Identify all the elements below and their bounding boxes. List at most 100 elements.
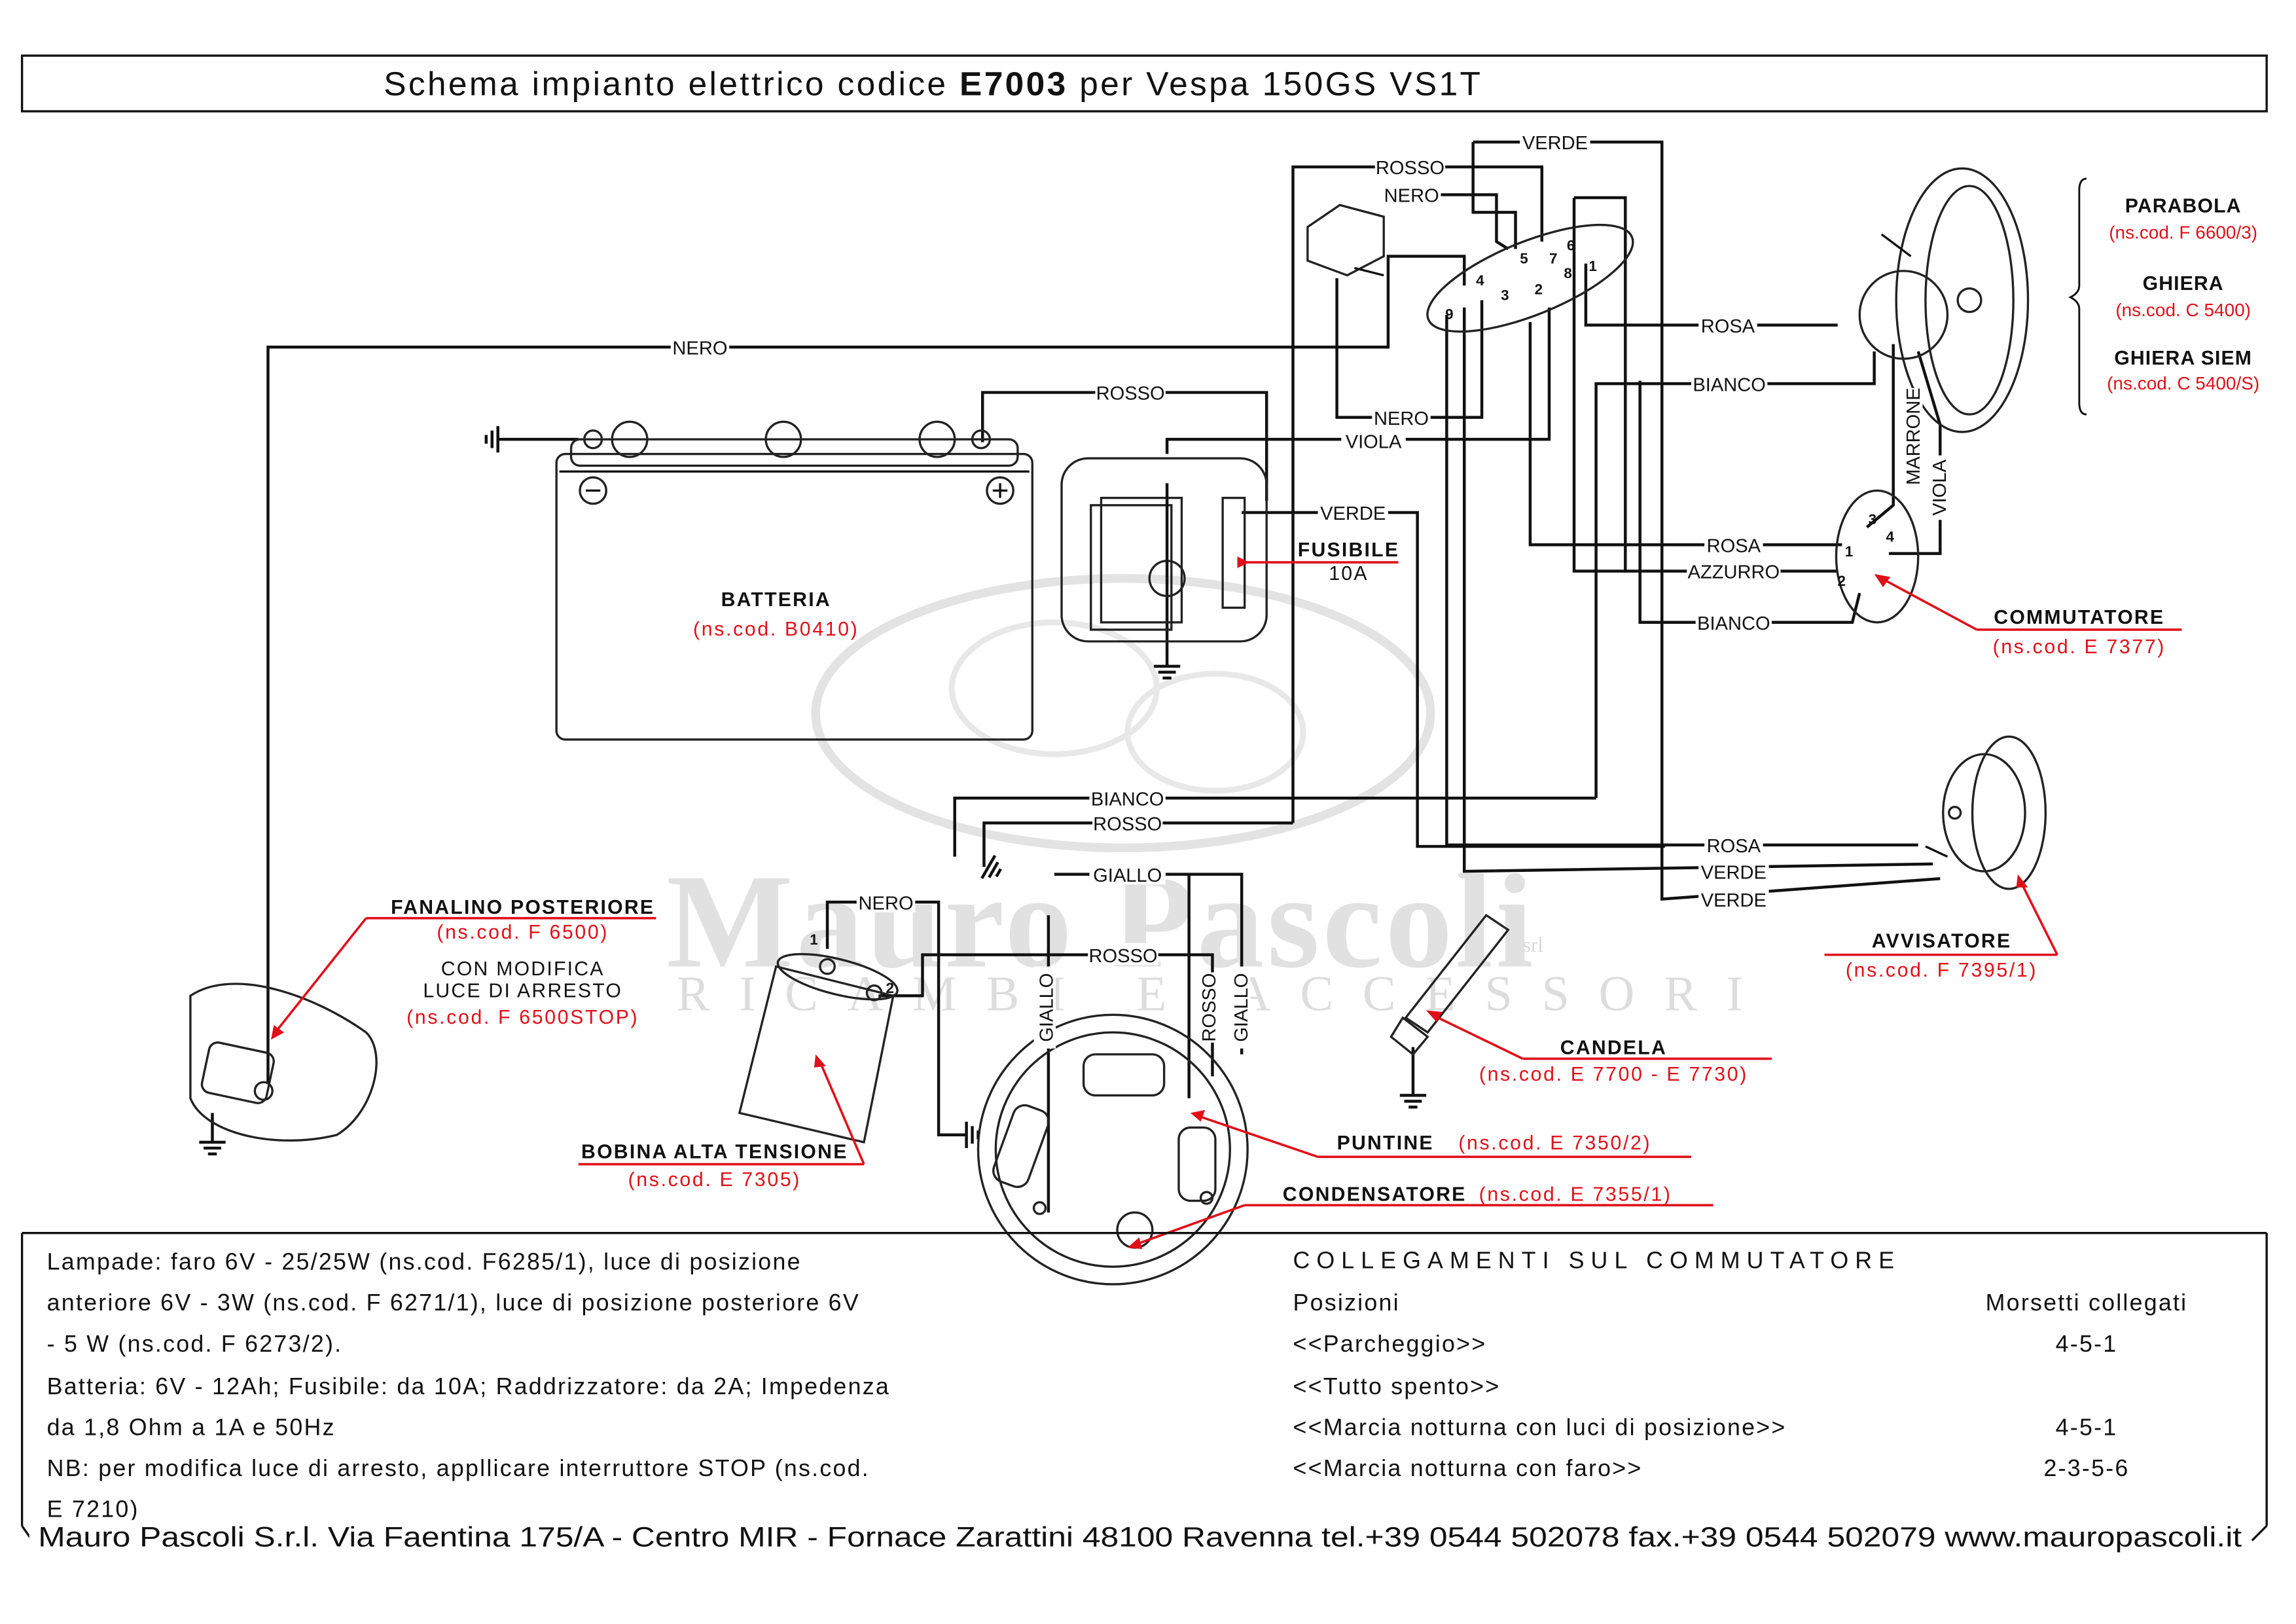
position-terminals: 4-5-1	[2056, 1414, 2118, 1440]
battery-code: (ns.cod. B0410)	[693, 619, 859, 640]
svg-text:ROSA: ROSA	[1701, 316, 1755, 337]
wire-label: VIOLA	[1341, 429, 1406, 453]
tail-light-label: FANALINO POSTERIORE	[391, 897, 655, 918]
note-line: anteriore 6V - 3W (ns.cod. F 6271/1), lu…	[47, 1290, 860, 1316]
tail-light-mod-code: (ns.cod. F 6500STOP)	[406, 1007, 639, 1028]
watermark-subtitle: RICAMBI E ACCESSORI	[677, 967, 1772, 1022]
position-name: <<Marcia notturna con luci di posizione>…	[1293, 1414, 1786, 1440]
wire-label: NERO	[670, 335, 730, 359]
parabola-label: PARABOLA	[2125, 195, 2242, 217]
position-name: <<Parcheggio>>	[1293, 1331, 1486, 1357]
svg-text:GIALLO: GIALLO	[1093, 865, 1162, 886]
svg-text:ROSA: ROSA	[1707, 836, 1761, 857]
wire-label: GIALLO	[1229, 966, 1252, 1049]
svg-text:ROSSO: ROSSO	[1088, 946, 1157, 967]
svg-text:3: 3	[1869, 511, 1876, 528]
svg-text:5: 5	[1520, 251, 1528, 267]
svg-text:BIANCO: BIANCO	[1697, 613, 1770, 634]
svg-text:9: 9	[1445, 306, 1453, 323]
horn-illustration	[1925, 735, 2047, 890]
terminals-header: Morsetti collegati	[1986, 1290, 2188, 1316]
svg-text:VIOLA: VIOLA	[1929, 460, 1950, 516]
wire-label: VERDE	[1698, 859, 1769, 883]
svg-text:MARRONE: MARRONE	[1903, 388, 1924, 485]
wire-label: ROSSO	[1196, 972, 1220, 1043]
svg-text:1: 1	[810, 931, 817, 948]
title-box	[20, 54, 2268, 113]
parabola-code: (ns.cod. F 6600/3)	[2109, 223, 2257, 243]
points-label: PUNTINE	[1337, 1132, 1434, 1154]
wire-label: ROSA	[1704, 833, 1763, 857]
footer-address: Mauro Pascoli S.r.l. Via Faentina 175/A …	[38, 1522, 2242, 1553]
commutator-illustration: 3 1 4 2	[1835, 489, 1920, 624]
commutator-code: (ns.cod. E 7377)	[1993, 636, 2166, 658]
spark-plug-label: CANDELA	[1560, 1038, 1667, 1059]
condenser-code: (ns.cod. E 7355/1)	[1479, 1183, 1672, 1205]
fuse-label: FUSIBILE	[1298, 539, 1399, 561]
svg-text:2: 2	[1838, 573, 1846, 589]
wire-label: GIALLO	[1033, 966, 1058, 1049]
svg-text:ROSSO: ROSSO	[1199, 973, 1220, 1042]
wire-label: BIANCO	[1089, 786, 1166, 810]
svg-text:ROSA: ROSA	[1707, 535, 1761, 556]
wire-label: BIANCO	[1691, 372, 1768, 395]
ignition-coil-illustration: 1 2	[738, 931, 899, 1144]
svg-text:6: 6	[1567, 238, 1575, 254]
wire-label: ROSA	[1698, 313, 1757, 337]
ghiera-siem-label: GHIERA SIEM	[2114, 348, 2252, 369]
headlamp-illustration	[1858, 167, 2030, 433]
svg-text:GIALLO: GIALLO	[1037, 973, 1058, 1042]
svg-text:BIANCO: BIANCO	[1693, 374, 1765, 395]
position-terminals: 2-3-5-6	[2044, 1455, 2130, 1481]
ground-symbols	[199, 426, 1427, 1156]
svg-text:4: 4	[1886, 529, 1895, 545]
wire-label: VERDE	[1318, 501, 1388, 524]
positions-header: Posizioni	[1293, 1290, 1399, 1316]
ghiera-label: GHIERA	[2143, 273, 2224, 295]
position-name: <<Marcia notturna con faro>>	[1293, 1455, 1642, 1481]
svg-text:VIOLA: VIOLA	[1346, 432, 1402, 453]
wire-label: ROSSO	[1092, 811, 1163, 835]
wire-label: AZZURRO	[1687, 559, 1781, 583]
svg-text:NERO: NERO	[1384, 186, 1439, 207]
page-title: Schema impianto elettrico codice E7003 p…	[384, 64, 1482, 102]
ignition-coil-code: (ns.cod. E 7305)	[628, 1169, 801, 1191]
position-terminals: 4-5-1	[2056, 1331, 2118, 1357]
wire-label: VERDE	[1520, 130, 1590, 154]
watermark-srl: srl	[1523, 933, 1544, 956]
wire-label: VERDE	[1698, 887, 1769, 911]
connections-title: COLLEGAMENTI SUL COMMUTATORE	[1293, 1247, 1901, 1273]
wire-label: NERO	[1382, 183, 1441, 207]
svg-text:2: 2	[1535, 281, 1543, 298]
svg-text:1: 1	[1588, 258, 1596, 274]
tail-light-code: (ns.cod. F 6500)	[437, 922, 609, 943]
svg-text:2: 2	[886, 980, 894, 996]
wire-label: MARRONE	[1900, 388, 1924, 485]
tail-light-illustration	[189, 983, 378, 1142]
wire-label: ROSSO	[1374, 155, 1446, 179]
wire-label: ROSSO	[1095, 380, 1166, 405]
fuse-value: 10A	[1329, 563, 1368, 585]
wire-label: GIALLO	[1089, 862, 1166, 886]
position-name: <<Tutto spento>>	[1293, 1373, 1500, 1399]
relay-illustration	[1306, 204, 1385, 277]
battery-label: BATTERIA	[721, 589, 831, 611]
wires	[266, 140, 1942, 1213]
svg-text:1: 1	[1845, 543, 1853, 560]
svg-text:NERO: NERO	[672, 338, 727, 359]
svg-text:NERO: NERO	[859, 893, 914, 914]
wire-label: ROSSO	[1088, 943, 1158, 967]
svg-text:7: 7	[1549, 251, 1557, 267]
points-code: (ns.cod. E 7350/2)	[1458, 1132, 1651, 1154]
svg-text:VERDE: VERDE	[1522, 133, 1588, 154]
note-line: da 1,8 Ohm a 1A e 50Hz	[47, 1414, 336, 1440]
notes-section: Lampade: faro 6V - 25/25W (ns.cod. F6285…	[20, 1232, 2268, 1542]
stator-plate-illustration	[977, 1013, 1249, 1286]
commutator-label: COMMUTATORE	[1994, 607, 2164, 628]
svg-text:4: 4	[1476, 272, 1484, 289]
note-line: NB: per modifica luce di arresto, applli…	[47, 1455, 870, 1481]
wire-labels: VERDE ROSSO NERO NERO ROSSO NERO VIOLA V…	[670, 130, 1950, 1049]
condenser-label: CONDENSATORE	[1283, 1183, 1467, 1205]
note-line: Batteria: 6V - 12Ah; Fusibile: da 10A; R…	[47, 1373, 890, 1399]
